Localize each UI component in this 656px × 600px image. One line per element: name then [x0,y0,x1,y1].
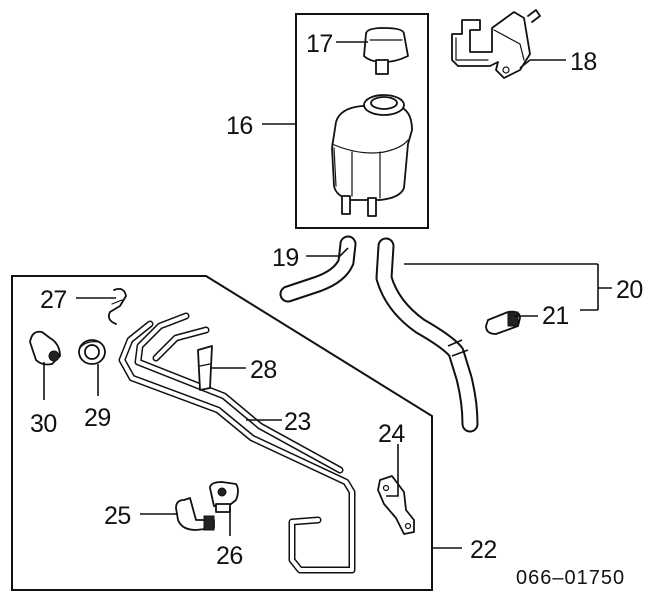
leader-lines [43,41,612,549]
pipe-assembly-frame [11,275,433,591]
callout-28: 28 [250,356,277,384]
pipe-assembly-part [118,312,356,574]
callout-21: 21 [542,302,569,330]
callout-29: 29 [84,404,111,432]
fitting-part [29,330,61,366]
reservoir-cap-part [363,27,409,75]
long-hose-part [375,237,479,433]
callout-25: 25 [104,502,131,530]
callout-30: 30 [30,410,57,438]
clamp-plate-part [197,345,213,391]
grommet-part [78,339,106,365]
pipe-clip-part [175,497,215,531]
callout-20: 20 [616,276,643,304]
reference-code: 066–01750 [516,567,625,589]
callout-24: 24 [378,420,405,448]
short-hose-part [279,235,357,303]
reservoir-tank-part [331,94,413,217]
callout-22: 22 [470,536,497,564]
hose-clamp-part [485,310,521,335]
reservoir-group-frame [295,13,429,229]
small-clip-part [107,287,127,325]
callout-17: 17 [306,30,333,58]
callout-19: 19 [272,244,299,272]
grommet-holder-part [209,481,239,513]
bracket-part [451,9,541,79]
mounting-bracket-part [377,475,415,535]
callout-27: 27 [40,286,67,314]
callout-26: 26 [216,542,243,570]
callout-16: 16 [226,112,253,140]
callout-23: 23 [284,408,311,436]
callout-18: 18 [570,48,597,76]
